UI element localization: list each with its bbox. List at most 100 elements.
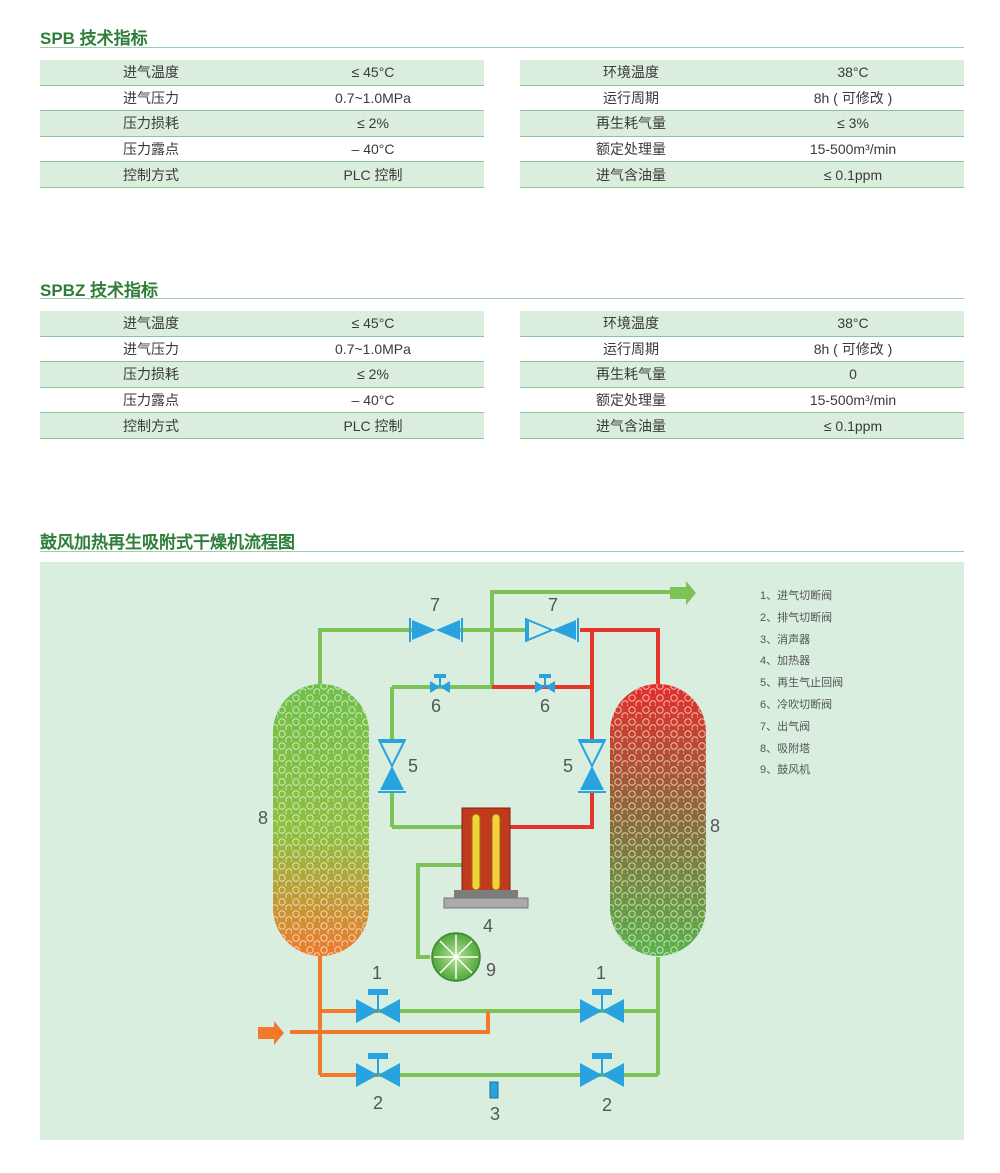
spb-title-rule: [40, 47, 964, 48]
spec-value: ≤ 45°C: [262, 311, 484, 337]
spec-value: ≤ 45°C: [262, 60, 484, 86]
legend-item: 8、吸附塔: [760, 742, 811, 755]
orange-pipes: [290, 954, 578, 1077]
spbz-section-title: SPBZ 技术指标: [40, 281, 159, 300]
spec-value: 15-500m³/min: [742, 387, 964, 414]
spec-key: 环境温度: [520, 60, 742, 86]
spec-value: ≤ 2%: [262, 361, 484, 388]
legend-item: 1、进气切断阀: [760, 590, 833, 602]
spec-value: 0.7~1.0MPa: [262, 85, 484, 112]
diagram-section-title: 鼓风加热再生吸附式干燥机流程图: [40, 533, 295, 552]
spec-key: 压力露点: [40, 387, 262, 414]
label-1-right: 1: [596, 963, 606, 983]
spec-value: 8h ( 可修改 ): [742, 85, 964, 112]
label-3: 3: [490, 1104, 500, 1124]
spec-value: 15-500m³/min: [742, 136, 964, 163]
spec-key: 控制方式: [40, 161, 262, 188]
flow-diagram: 7 7 6 6 5 5 8 8 4 9 1 1 2 2 3 1、进气切断阀 2、…: [40, 562, 964, 1140]
spb-section-title: SPB 技术指标: [40, 29, 148, 48]
spec-key: 压力损耗: [40, 110, 262, 137]
table-row: 压力露点– 40°C: [40, 387, 484, 414]
legend-item: 6、冷吹切断阀: [760, 698, 833, 711]
valve-icon: [525, 618, 579, 642]
valve-icon: [356, 1053, 400, 1087]
legend-item: 4、加热器: [760, 655, 811, 668]
valve-icon: [356, 989, 400, 1023]
legend-item: 2、排气切断阀: [760, 611, 833, 624]
spec-key: 再生耗气量: [520, 361, 742, 388]
spec-value: ≤ 2%: [262, 110, 484, 137]
valve-icon: [580, 989, 624, 1023]
legend-item: 3、消声器: [760, 633, 811, 646]
spec-key: 进气温度: [40, 60, 262, 86]
spec-key: 额定处理量: [520, 136, 742, 163]
table-row: 进气温度≤ 45°C: [40, 311, 484, 337]
table-row: 压力露点– 40°C: [40, 136, 484, 163]
label-2-right: 2: [602, 1095, 612, 1115]
flow-diagram-svg: 7 7 6 6 5 5 8 8 4 9 1 1 2 2 3: [258, 581, 720, 1124]
spec-key: 运行周期: [520, 336, 742, 363]
spec-key: 压力损耗: [40, 361, 262, 388]
label-6-left: 6: [431, 696, 441, 716]
spec-value: ≤ 3%: [742, 110, 964, 137]
spec-value: PLC 控制: [262, 412, 484, 439]
label-5-left: 5: [408, 756, 418, 776]
label-7-right: 7: [548, 595, 558, 615]
label-1-left: 1: [372, 963, 382, 983]
spbz-title-rule: [40, 298, 964, 299]
blower-icon: [431, 932, 481, 982]
spec-key: 额定处理量: [520, 387, 742, 414]
spec-value: – 40°C: [262, 387, 484, 414]
spec-key: 进气温度: [40, 311, 262, 337]
valve-icon: [378, 739, 406, 793]
spec-key: 进气含油量: [520, 161, 742, 188]
legend-item: 9、鼓风机: [760, 764, 811, 777]
spec-value: 38°C: [742, 311, 964, 337]
diagram-title-rule: [40, 551, 964, 552]
spec-key: 进气压力: [40, 336, 262, 363]
spec-value: ≤ 0.1ppm: [742, 412, 964, 439]
spec-value: 38°C: [742, 60, 964, 86]
adsorption-tower-left: [273, 684, 369, 956]
valve-icon: [430, 674, 450, 693]
legend-item: 7、出气阀: [760, 720, 811, 733]
spec-value: ≤ 0.1ppm: [742, 161, 964, 188]
spec-key: 进气含油量: [520, 412, 742, 439]
label-8-left: 8: [258, 808, 268, 828]
label-6-right: 6: [540, 696, 550, 716]
table-row: 进气含油量≤ 0.1ppm: [520, 161, 964, 188]
adsorption-tower-right: [610, 684, 706, 956]
spec-key: 再生耗气量: [520, 110, 742, 137]
spec-value: PLC 控制: [262, 161, 484, 188]
label-4: 4: [483, 916, 493, 936]
spec-key: 环境温度: [520, 311, 742, 337]
spec-value: 0: [742, 361, 964, 388]
spec-key: 进气压力: [40, 85, 262, 112]
label-9: 9: [486, 960, 496, 980]
spec-key: 运行周期: [520, 85, 742, 112]
diagram-legend: 1、进气切断阀 2、排气切断阀 3、消声器 4、加热器 5、再生气止回阀 6、冷…: [760, 586, 843, 782]
label-7-left: 7: [430, 595, 440, 615]
spec-value: – 40°C: [262, 136, 484, 163]
spec-value: 8h ( 可修改 ): [742, 336, 964, 363]
heater-icon: [443, 807, 529, 909]
label-2-left: 2: [373, 1093, 383, 1113]
outlet-arrow-icon: [670, 581, 696, 605]
table-row: 进气含油量≤ 0.1ppm: [520, 412, 964, 439]
valve-icon: [535, 674, 555, 693]
red-pipes: [492, 628, 660, 829]
